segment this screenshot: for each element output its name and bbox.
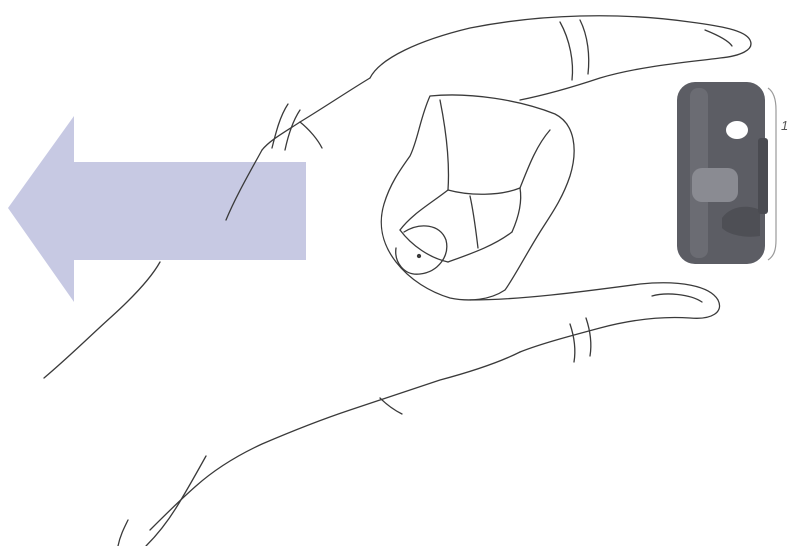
callout-label: 1 bbox=[781, 118, 788, 133]
device-button bbox=[692, 168, 738, 202]
callout-bracket bbox=[768, 88, 776, 260]
left-arrow-icon bbox=[8, 116, 306, 302]
hand-illustration bbox=[44, 16, 751, 546]
device-hole bbox=[726, 121, 748, 139]
device-icon bbox=[677, 82, 768, 264]
